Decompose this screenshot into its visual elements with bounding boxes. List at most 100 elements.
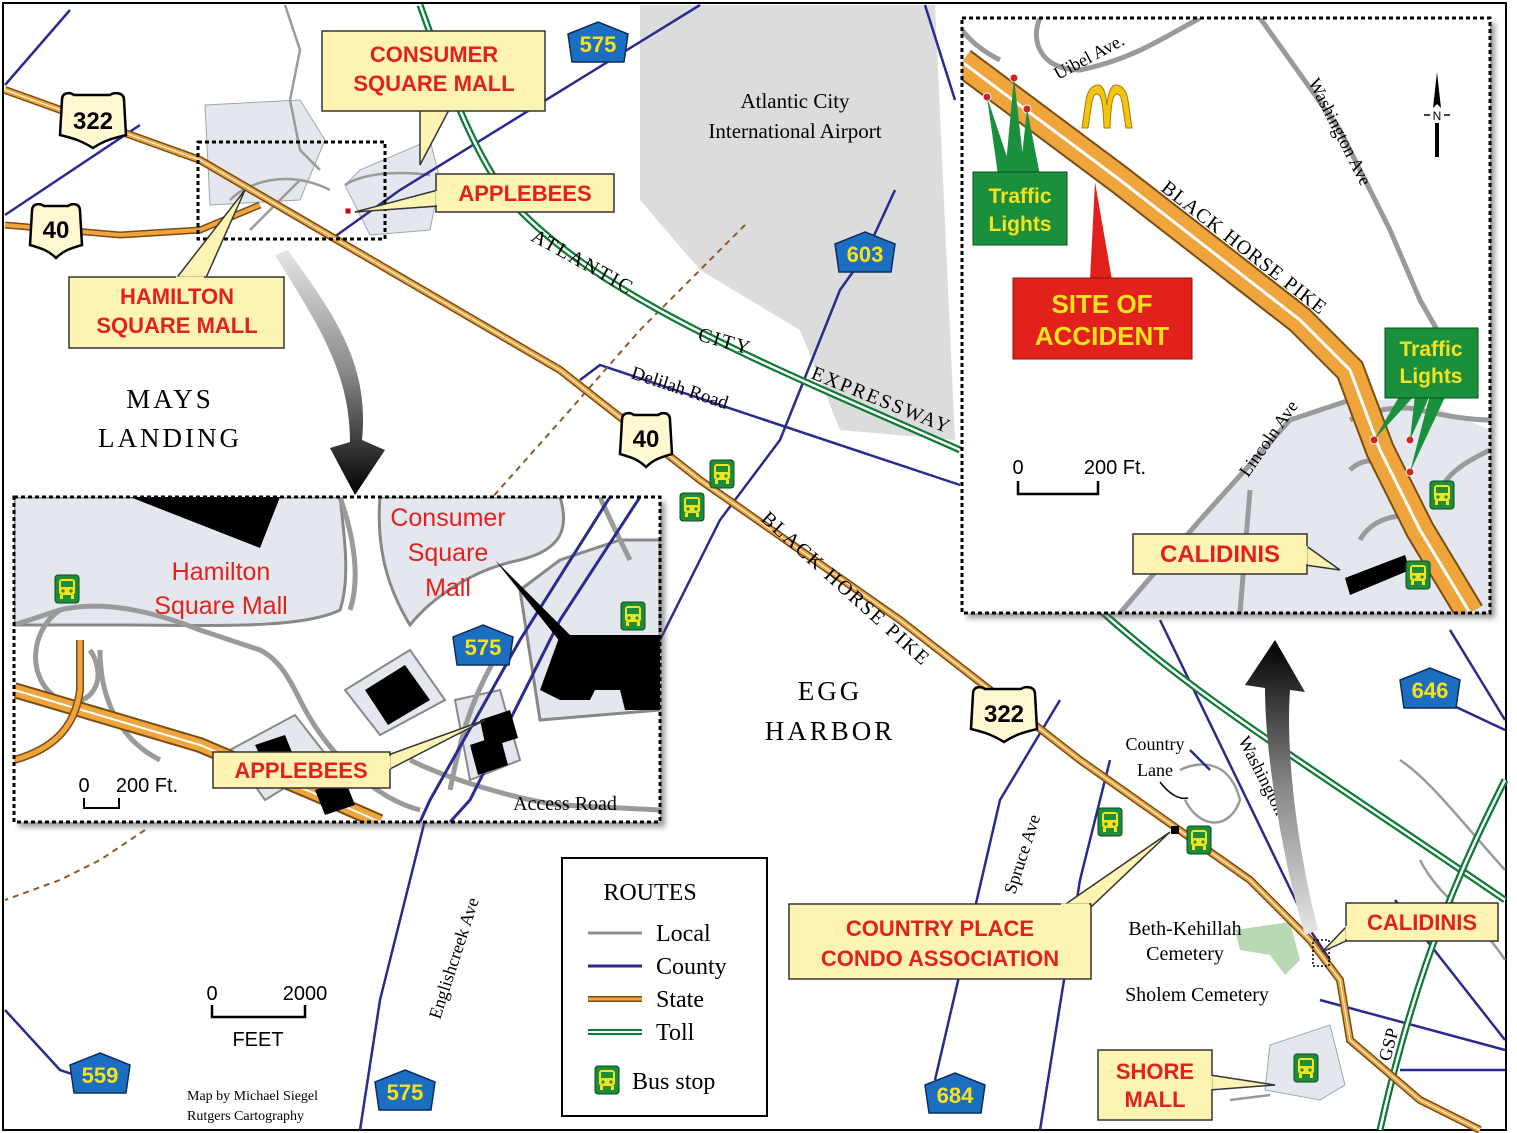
county-route-shield-575: 575: [374, 1069, 436, 1111]
inset-right-arrow: [1245, 640, 1318, 935]
municipal-boundary-2: [4, 829, 146, 901]
svg-text:Lights: Lights: [989, 213, 1052, 236]
svg-text:Toll: Toll: [656, 1020, 695, 1046]
svg-text:CONDO ASSOCIATION: CONDO ASSOCIATION: [821, 946, 1059, 971]
traffic-lights-callout-left: Traffic Lights: [972, 78, 1068, 246]
airport-label-2: International Airport: [708, 119, 881, 143]
beth-kehillah-label-2: Cemetery: [1146, 943, 1224, 965]
mays-landing-label-1: MAYS: [126, 384, 214, 414]
county-route-shield-646: 646: [1399, 667, 1461, 709]
condo-marker: [1171, 826, 1179, 834]
north-arrow-icon: N: [1424, 72, 1450, 157]
svg-text:322: 322: [73, 108, 113, 135]
inset-right-scale-bar: 0 200 Ft.: [1012, 457, 1146, 496]
svg-text:COUNTRY PLACE: COUNTRY PLACE: [846, 916, 1034, 941]
county-route-shield-684: 684: [924, 1072, 986, 1114]
country-lane-pointer: [1159, 781, 1189, 800]
bus-stop-icon: [709, 459, 735, 489]
inset-right-marker: [1312, 939, 1330, 967]
bus-stop-icon: [594, 1065, 620, 1095]
svg-text:APPLEBEES: APPLEBEES: [234, 758, 367, 783]
county-route-shield-559: 559: [69, 1052, 131, 1094]
site-of-accident-callout: SITE OF ACCIDENT: [1012, 182, 1193, 360]
country-lane-label-2: Lane: [1137, 760, 1173, 780]
main-scale-bar: 0 2000 FEET: [206, 983, 327, 1051]
svg-text:200 Ft.: 200 Ft.: [116, 775, 178, 797]
svg-text:646: 646: [1412, 678, 1449, 703]
svg-text:APPLEBEES: APPLEBEES: [458, 181, 591, 206]
inset-left-consumer-label-3: Mall: [425, 574, 471, 602]
inset-left-shield-575: 575: [452, 624, 514, 666]
credit-line-2: Rutgers Cartography: [187, 1109, 304, 1124]
svg-text:40: 40: [43, 217, 70, 244]
beth-kehillah-label-1: Beth-Kehillah: [1128, 918, 1241, 940]
inset-left-consumer-label-2: Square: [408, 539, 489, 567]
svg-text:40: 40: [633, 426, 660, 453]
svg-text:2000: 2000: [283, 983, 328, 1005]
hamilton-square-mall-callout: HAMILTON SQUARE MALL: [68, 189, 285, 349]
legend-item-toll: Toll: [588, 1020, 695, 1046]
legend-item-state: State: [588, 987, 704, 1013]
shore-mall-callout: SHORE MALL: [1097, 1049, 1276, 1121]
svg-text:0: 0: [206, 983, 217, 1005]
svg-text:MALL: MALL: [1124, 1087, 1185, 1112]
svg-text:0: 0: [1012, 457, 1023, 479]
svg-text:575: 575: [465, 635, 502, 660]
mcdonalds-logo: [1081, 84, 1133, 129]
applebees-callout: APPLEBEES: [354, 173, 615, 213]
applebees-marker: [344, 207, 352, 215]
municipal-boundary: [489, 224, 746, 501]
svg-text:603: 603: [847, 242, 884, 267]
svg-text:FEET: FEET: [232, 1029, 283, 1051]
svg-text:684: 684: [937, 1083, 974, 1108]
svg-text:575: 575: [580, 32, 617, 57]
bus-stop-icon: [1186, 825, 1212, 855]
svg-text:322: 322: [984, 701, 1024, 728]
inset-left: [12, 495, 662, 824]
svg-text:CALIDINIS: CALIDINIS: [1160, 541, 1280, 568]
airport-label-1: Atlantic City: [740, 89, 850, 113]
svg-text:CONSUMER: CONSUMER: [370, 42, 498, 67]
legend-bus-stop: Bus stop: [632, 1069, 715, 1095]
us-route-shield-40: 40: [618, 411, 674, 469]
svg-text:N: N: [1433, 109, 1442, 123]
county-route-shield-575: 575: [567, 21, 629, 63]
country-lane-label-1: Country: [1125, 734, 1184, 754]
mays-landing-label-2: LANDING: [98, 423, 242, 453]
svg-text:559: 559: [82, 1063, 119, 1088]
inset-left-consumer-label-1: Consumer: [390, 504, 505, 532]
svg-text:ACCIDENT: ACCIDENT: [1035, 321, 1169, 351]
svg-text:State: State: [656, 987, 704, 1013]
svg-text:575: 575: [387, 1080, 424, 1105]
us-route-shield-322: 322: [969, 685, 1039, 744]
inset-left-hamilton-label-2: Square Mall: [154, 592, 287, 620]
us-route-shield-322: 322: [58, 91, 128, 150]
svg-text:County: County: [656, 954, 727, 980]
svg-text:Local: Local: [656, 921, 711, 947]
svg-text:200 Ft.: 200 Ft.: [1084, 457, 1146, 479]
legend: ROUTES Local County State Toll Bus stop: [561, 857, 768, 1117]
inset-left-applebees-callout: APPLEBEES: [212, 719, 486, 789]
inset-left-access-road: Access Road: [513, 793, 617, 815]
traffic-lights-callout-right: Traffic Lights: [1374, 327, 1479, 472]
us-route-shield-40: 40: [28, 202, 84, 260]
svg-text:SQUARE MALL: SQUARE MALL: [96, 313, 257, 338]
country-place-callout: COUNTRY PLACE CONDO ASSOCIATION: [788, 831, 1171, 980]
legend-title: ROUTES: [603, 880, 696, 906]
airport-area: [640, 5, 955, 440]
legend-item-county: County: [588, 954, 727, 980]
calidinis-inset-callout: CALIDINIS: [1132, 533, 1341, 575]
inset-left-arrow: [275, 250, 385, 495]
svg-text:SITE OF: SITE OF: [1051, 289, 1152, 319]
svg-text:SQUARE MALL: SQUARE MALL: [353, 71, 514, 96]
consumer-square-mall-callout: CONSUMER SQUARE MALL: [321, 30, 546, 166]
inset-left-marker: [196, 140, 387, 241]
svg-text:Traffic: Traffic: [988, 185, 1051, 208]
calidinis-callout: CALIDINIS: [1321, 902, 1499, 953]
inset-right: [960, 16, 1492, 615]
svg-text:Traffic: Traffic: [1399, 338, 1462, 361]
credit-line-1: Map by Michael Siegel: [187, 1089, 318, 1104]
inset-left-scale-bar: 0 200 Ft.: [78, 775, 178, 809]
cemetery-area: [1235, 922, 1300, 975]
